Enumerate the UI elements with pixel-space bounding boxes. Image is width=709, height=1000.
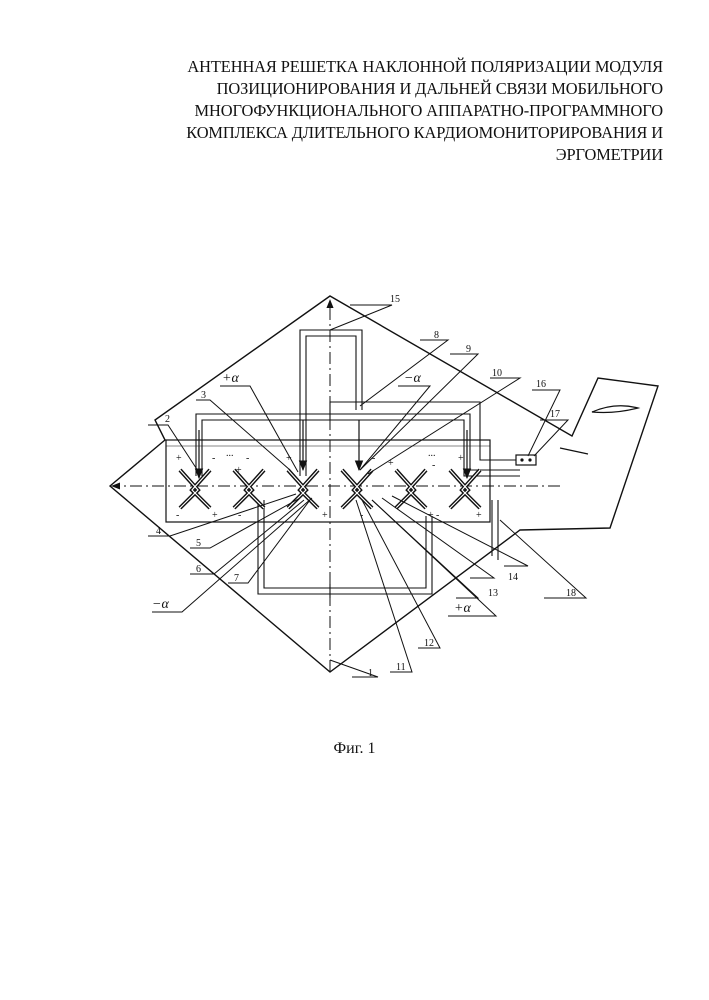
label-8: 8: [434, 330, 439, 341]
label-5: 5: [196, 538, 201, 549]
sign-plus: +: [322, 510, 328, 521]
label-15: 15: [390, 294, 400, 305]
label-plus-alpha-top: +α: [222, 371, 239, 386]
label-12: 12: [424, 638, 434, 649]
label-minus-alpha-top: −α: [404, 371, 421, 386]
label-10: 10: [492, 368, 502, 379]
label-1: 1: [368, 668, 373, 679]
sign-minus: -: [360, 510, 363, 521]
sign-plus: +: [236, 465, 242, 476]
board-signs: + - ... - + + - + ... - + - + - + - + - …: [176, 448, 482, 521]
sign-dots: ...: [226, 448, 234, 459]
sign-plus: +: [176, 453, 182, 464]
sign-minus: -: [238, 510, 241, 521]
connector-block: [516, 455, 536, 465]
connector-pin-2: [528, 458, 531, 461]
label-13: 13: [488, 588, 498, 599]
sign-minus: -: [176, 510, 179, 521]
housing-lug: [560, 448, 588, 454]
label-11: 11: [396, 662, 406, 673]
sign-plus: +: [458, 453, 464, 464]
leader-lines: [148, 305, 586, 677]
label-2: 2: [165, 414, 170, 425]
label-3: 3: [201, 390, 206, 401]
sign-plus: +: [476, 510, 482, 521]
sign-minus: -: [432, 460, 435, 471]
sign-minus: -: [246, 453, 249, 464]
label-6: 6: [196, 564, 201, 575]
figure-caption: Фиг. 1: [0, 740, 709, 758]
label-minus-alpha-bottom: −α: [152, 597, 169, 612]
label-9: 9: [466, 344, 471, 355]
sign-plus: +: [286, 453, 292, 464]
sign-minus: -: [212, 453, 215, 464]
label-16: 16: [536, 379, 546, 390]
feed-network: [196, 330, 520, 598]
sign-dots: ...: [428, 448, 436, 459]
label-17: 17: [550, 409, 560, 420]
connector-pin-1: [520, 458, 523, 461]
label-4: 4: [156, 526, 161, 537]
label-7: 7: [234, 573, 239, 584]
label-14: 14: [508, 572, 518, 583]
label-18: 18: [566, 588, 576, 599]
slot-opening: [592, 406, 638, 413]
sign-plus: +: [212, 510, 218, 521]
label-plus-alpha-bottom: +α: [454, 601, 471, 616]
